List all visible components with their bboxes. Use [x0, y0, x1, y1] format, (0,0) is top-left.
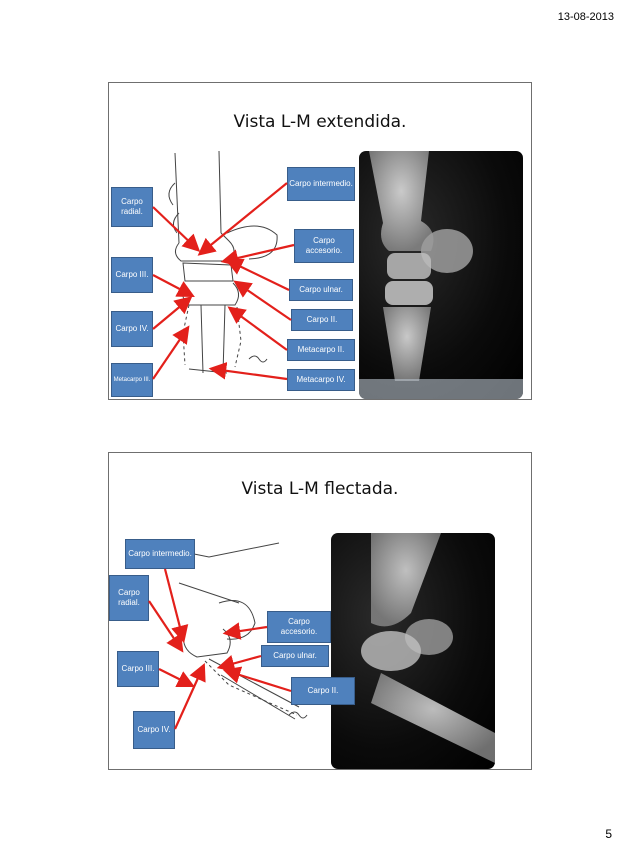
- label-carpo-iv: Carpo IV.: [111, 311, 153, 347]
- label-metacarpo-iv: Metacarpo IV.: [287, 369, 355, 391]
- label-carpo-radial: Carpo radial.: [111, 187, 153, 227]
- label-carpo-ulnar: Carpo ulnar.: [261, 645, 329, 667]
- label-carpo-ulnar: Carpo ulnar.: [289, 279, 353, 301]
- label-carpo-iii: Carpo III.: [111, 257, 153, 293]
- label-carpo-accesorio: Carpo accesorio.: [294, 229, 354, 263]
- xray-extended: [359, 151, 523, 399]
- page-number: 5: [605, 827, 612, 841]
- slide-title: Vista L-M extendida.: [233, 112, 407, 132]
- label-carpo-iii: Carpo III.: [117, 651, 159, 687]
- slide-extended-view: Vista L-M extendida.: [108, 82, 532, 400]
- header-date: 13-08-2013: [557, 11, 614, 23]
- label-carpo-intermedio: Carpo intermedio.: [287, 167, 355, 201]
- label-carpo-radial: Carpo radial.: [109, 575, 149, 621]
- slide-title: Vista L-M flectada.: [241, 479, 399, 499]
- label-metacarpo-iii: Metacarpo III.: [111, 363, 153, 397]
- label-carpo-intermedio: Carpo intermedio.: [125, 539, 195, 569]
- label-carpo-ii: Carpo II.: [291, 309, 353, 331]
- label-metacarpo-ii: Metacarpo II.: [287, 339, 355, 361]
- label-carpo-iv: Carpo IV.: [133, 711, 175, 749]
- xray-flexed: [331, 533, 495, 769]
- slide-flexed-view: Vista L-M flectada. Carpo intermedio.: [108, 452, 532, 770]
- label-carpo-accesorio: Carpo accesorio.: [267, 611, 331, 643]
- label-carpo-ii: Carpo II.: [291, 677, 355, 705]
